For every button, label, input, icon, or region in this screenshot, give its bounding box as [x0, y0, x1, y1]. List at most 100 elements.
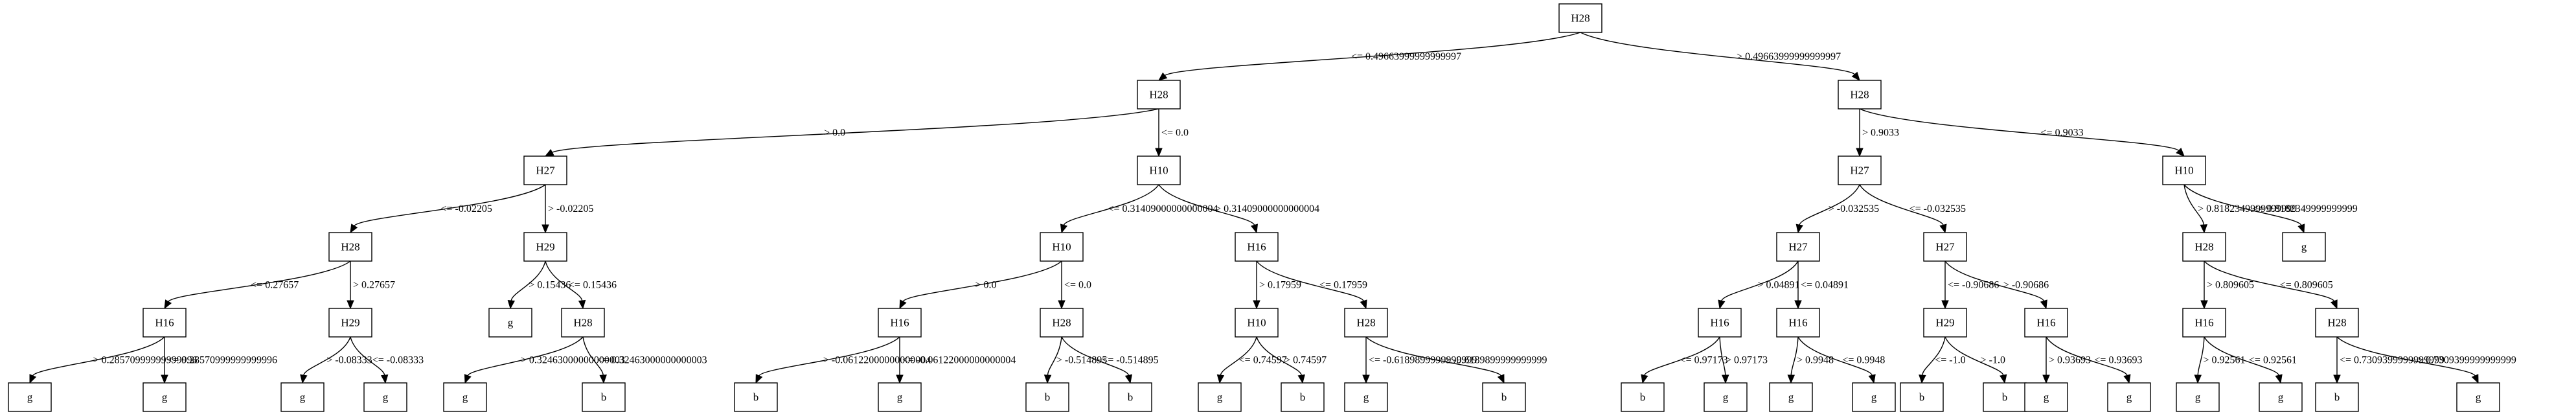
tree-node: H28	[328, 232, 372, 262]
edge-line	[2336, 336, 2476, 376]
tree-edge: > 0.92561	[2194, 336, 2246, 384]
node-label: g	[508, 317, 514, 329]
node-box	[2182, 308, 2226, 338]
node-box	[1040, 232, 1084, 262]
tree-node: g	[2024, 382, 2068, 412]
edge-line	[545, 260, 583, 301]
tree-edge: <= 0.0	[1058, 261, 1091, 310]
edge-line	[1719, 336, 1726, 376]
edge-arrowhead	[2000, 374, 2007, 384]
node-box	[1769, 382, 1813, 412]
tree-node: g	[1852, 382, 1896, 412]
node-box	[142, 382, 187, 412]
node-box	[1838, 80, 1882, 109]
edge-arrowhead	[1718, 299, 1726, 310]
node-label: b	[1501, 391, 1507, 404]
node-label: g	[897, 391, 903, 404]
edge-label: <= 0.17959	[1319, 280, 1367, 291]
tree-edge: <= 0.8182349999999999	[2183, 184, 2358, 234]
node-label: H16	[2036, 317, 2055, 329]
tree-node: g	[363, 382, 407, 412]
edge-arrowhead	[347, 300, 354, 310]
node-box	[328, 232, 372, 262]
tree-node: H10	[1137, 155, 1181, 185]
tree-edge: > 0.0	[899, 260, 1062, 310]
node-label: g	[2476, 391, 2481, 404]
tree-node: g	[2107, 382, 2151, 412]
edge-arrowhead	[1362, 374, 1370, 384]
edge-arrowhead	[2042, 374, 2050, 384]
edge-label: > 0.28570999999999996	[93, 355, 198, 366]
edge-arrowhead	[1155, 148, 1163, 157]
edge-arrowhead	[1216, 374, 1225, 384]
node-box	[1040, 308, 1084, 338]
node-box	[1137, 155, 1181, 185]
node-box	[1704, 382, 1748, 412]
tree-node: H28	[2182, 232, 2226, 262]
node-label: b	[1045, 391, 1051, 404]
node-box	[1137, 80, 1181, 109]
edge-arrowhead	[1058, 300, 1066, 310]
tree-edge: <= 0.27657	[164, 260, 351, 310]
node-label: H10	[1247, 317, 1266, 329]
node-label: H16	[1788, 317, 1807, 329]
tree-node: H16	[1698, 308, 1742, 338]
tree-edge: > 0.74597	[1256, 336, 1327, 384]
tree-edge: > -1.0	[1944, 336, 2007, 384]
edge-line	[354, 184, 546, 227]
tree-edge: > 0.04891	[1718, 260, 1799, 310]
edge-label: > -0.90686	[2003, 280, 2049, 291]
tree-node: H28	[561, 308, 605, 338]
edge-label: <= 0.0	[1161, 128, 1189, 139]
tree-node: H16	[878, 308, 922, 338]
edge-label: > 0.15436	[529, 280, 571, 291]
edge-arrowhead	[1939, 224, 1947, 234]
node-label: H28	[2194, 241, 2213, 253]
edge-line	[1799, 184, 1860, 225]
edge-line	[1220, 336, 1257, 376]
edge-label: <= -0.06122000000000004	[902, 355, 1016, 366]
edge-label: > -0.514895	[1056, 355, 1107, 366]
edge-line	[1644, 336, 1720, 376]
tree-node: b	[1983, 382, 2027, 412]
node-box	[561, 308, 605, 338]
tree-node: H28	[1344, 308, 1388, 338]
tree-edge: > -0.90686	[1944, 260, 2049, 310]
node-label: H28	[1149, 89, 1168, 101]
edge-line	[2197, 336, 2205, 376]
edge-arrowhead	[164, 299, 172, 310]
node-label: H28	[1052, 317, 1071, 329]
tree-node: H28	[2315, 308, 2359, 338]
edge-label: > 0.74597	[1284, 355, 1327, 366]
node-label: H27	[1850, 165, 1869, 177]
tree-edge: > -0.02205	[541, 184, 593, 234]
tree-edge: <= -0.514895	[1061, 336, 1159, 384]
tree-edge: <= 0.49663999999999997	[1157, 32, 1581, 81]
edge-line	[2183, 184, 2302, 226]
edge-arrowhead	[2123, 374, 2131, 384]
node-label: g	[1788, 391, 1794, 404]
edge-line	[1944, 336, 2004, 376]
edge-arrowhead	[2194, 374, 2202, 384]
edge-label: <= 0.04891	[1801, 280, 1849, 291]
node-box	[2162, 155, 2206, 185]
tree-node: g	[8, 382, 52, 412]
tree-node: g	[2176, 382, 2220, 412]
edge-line	[1790, 336, 1799, 376]
edge-line	[1047, 336, 1062, 376]
node-box	[1344, 382, 1388, 412]
edge-label: <= 0.0	[1064, 280, 1091, 291]
tree-node: g	[2259, 382, 2303, 412]
node-box	[142, 308, 187, 338]
tree-node: H28	[1137, 80, 1181, 109]
tree-node: H28	[1838, 80, 1882, 109]
node-label: g	[2044, 391, 2049, 404]
edge-line	[1158, 184, 1255, 225]
node-label: H16	[2194, 317, 2213, 329]
tree-node: b	[1621, 382, 1665, 412]
tree-node: b	[1900, 382, 1944, 412]
edge-arrowhead	[1297, 374, 1305, 384]
node-box	[2176, 382, 2220, 412]
edge-label: <= 0.31409000000000004	[1108, 203, 1218, 214]
